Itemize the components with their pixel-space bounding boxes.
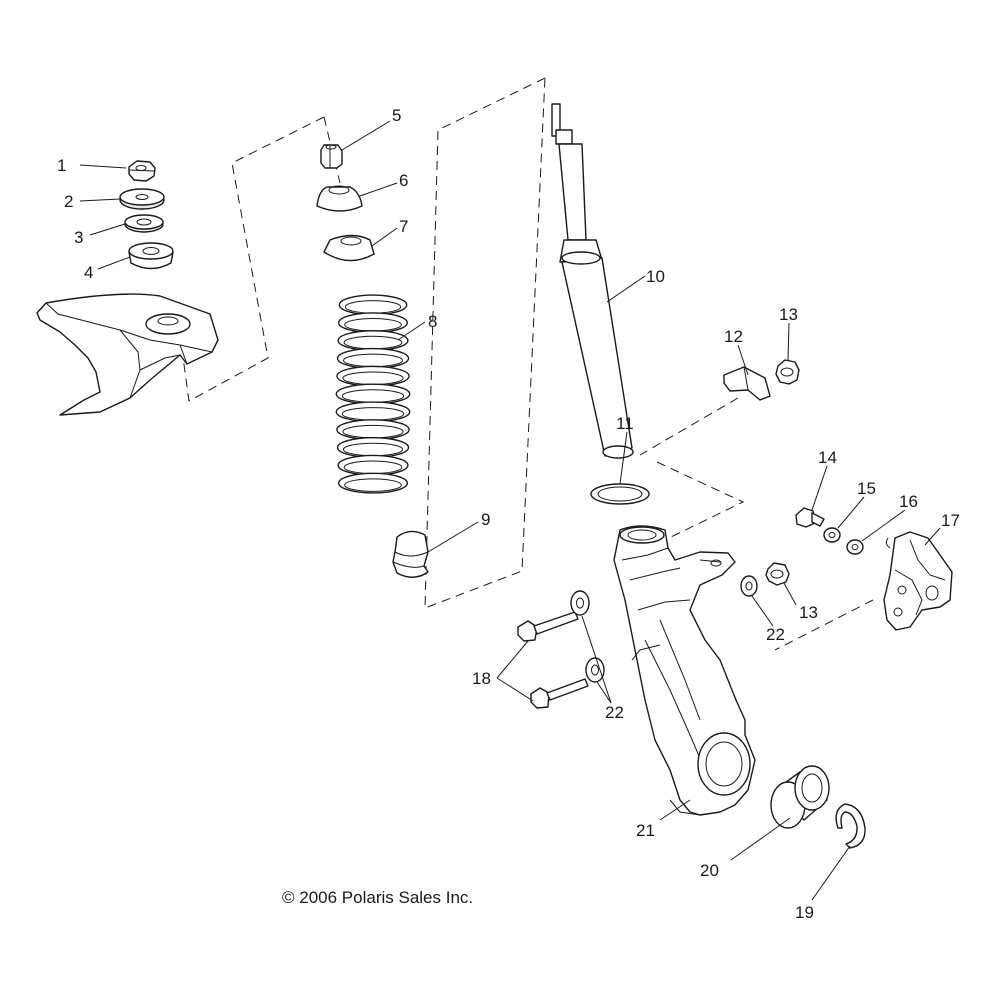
callout-21: 21 [636,821,655,840]
part-15-washer [823,527,841,543]
part-18-bolt-lower [530,678,589,709]
part-3-washer [124,214,164,233]
callout-2: 2 [64,192,73,211]
spring-coil [338,312,409,334]
part-6-retainer [316,185,363,212]
part-22-washer-b [585,657,605,683]
spring-coil [337,454,409,476]
callout-10: 10 [646,267,665,286]
part-22-washer-a [570,590,590,616]
part-12-clip [723,366,771,401]
spring-coil [338,472,409,494]
part-20-bearing [770,765,830,829]
part-11-oring [590,483,650,505]
part-5-nut [320,144,343,169]
callout-1: 1 [57,156,66,175]
callout-11: 11 [616,414,634,433]
part-8-spring [335,294,411,494]
frame-bracket [36,293,219,416]
part-10-shock [551,103,634,459]
part-1-nut [128,160,156,182]
part-19-circlip [835,803,866,849]
part-21-knuckle [613,525,756,816]
callout-18: 18 [472,669,491,688]
callout-22-left: 22 [605,703,624,722]
callout-9: 9 [481,510,490,529]
callout-15: 15 [857,479,876,498]
spring-coil [337,330,409,352]
callout-5: 5 [392,106,401,125]
callout-22-right: 22 [766,625,785,644]
leader-lines [79,120,941,901]
callout-19: 19 [795,903,814,922]
callout-7: 7 [399,217,408,236]
callout-17: 17 [941,511,960,530]
callout-4: 4 [84,263,93,282]
callout-14: 14 [818,448,837,467]
callout-labels: 1 2 3 4 5 6 7 8 9 10 11 12 13 13 14 15 1… [57,106,960,922]
part-13-nut-lower [765,562,790,586]
spring-coil [335,401,411,423]
grouping-lines [181,77,874,651]
callout-20: 20 [700,861,719,880]
callout-12: 12 [724,327,743,346]
spring-coil [336,347,410,369]
part-13-nut-upper [775,359,800,385]
part-4-bushing [128,242,174,270]
part-9-bumpstop [392,530,429,578]
part-16-washer [846,539,864,555]
callout-8: 8 [428,312,437,331]
spring-coil [336,419,410,441]
spring-coil [336,365,410,387]
part-22-washer-c [740,575,758,597]
spring-coil [335,383,411,405]
callout-6: 6 [399,171,408,190]
spring-coil [336,436,410,458]
part-2-washer [119,188,165,210]
part-14-bolt [795,507,825,528]
spring-coil [338,294,408,316]
copyright-text: © 2006 Polaris Sales Inc. [282,888,473,907]
part-18-bolt-upper [517,611,579,642]
part-17-caliper [883,531,953,631]
callout-3: 3 [74,228,83,247]
callout-16: 16 [899,492,918,511]
spring-coil-inner [344,478,402,492]
callout-13-lower: 13 [799,603,818,622]
callout-13-upper: 13 [779,305,798,324]
part-7-seat [323,234,375,262]
